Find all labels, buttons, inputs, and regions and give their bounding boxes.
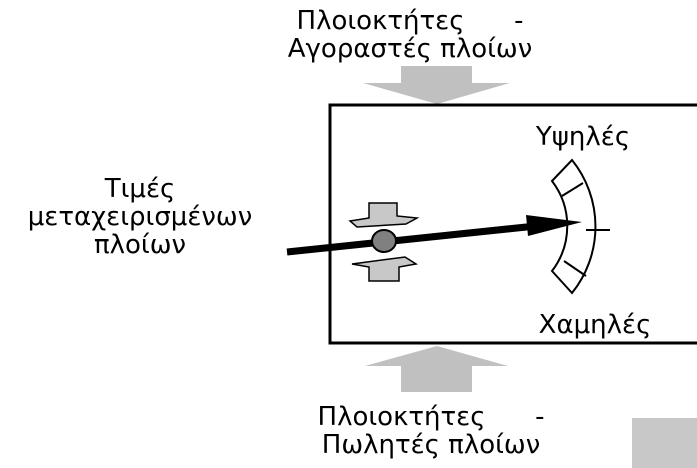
low-label: Χαμηλές <box>538 310 652 340</box>
clamp-bottom <box>351 256 419 282</box>
pivot <box>371 229 397 253</box>
prices-label: Τιμές μεταχειρισμένων πλοίων <box>0 176 280 258</box>
buyers-label-line1: Πλοιοκτήτες - <box>296 6 524 36</box>
prices-label-line3: πλοίων <box>93 230 187 260</box>
sellers-pressure-arrow <box>365 346 508 392</box>
buyers-label-line2: Αγοραστές πλοίων <box>287 34 533 64</box>
gray-square <box>632 418 697 468</box>
buyers-pressure-arrow <box>363 66 510 104</box>
gauge-tick-high <box>561 182 584 197</box>
gauge-scale <box>550 158 597 295</box>
price-needle <box>286 222 537 256</box>
high-label: Υψηλές <box>535 122 631 152</box>
price-needle-head <box>526 215 582 236</box>
sellers-label: Πλοιοκτήτες - Πωλητές πλοίων <box>276 404 586 458</box>
prices-label-line1: Τιμές <box>104 174 176 204</box>
sellers-label-line1: Πλοιοκτήτες - <box>317 402 545 432</box>
buyers-label: Πλοιοκτήτες - Αγοραστές πλοίων <box>255 8 565 62</box>
clamp-top <box>348 202 420 228</box>
gauge-tick-low <box>563 260 587 277</box>
sellers-label-line2: Πωλητές πλοίων <box>321 430 541 460</box>
prices-label-line2: μεταχειρισμένων <box>27 202 253 232</box>
